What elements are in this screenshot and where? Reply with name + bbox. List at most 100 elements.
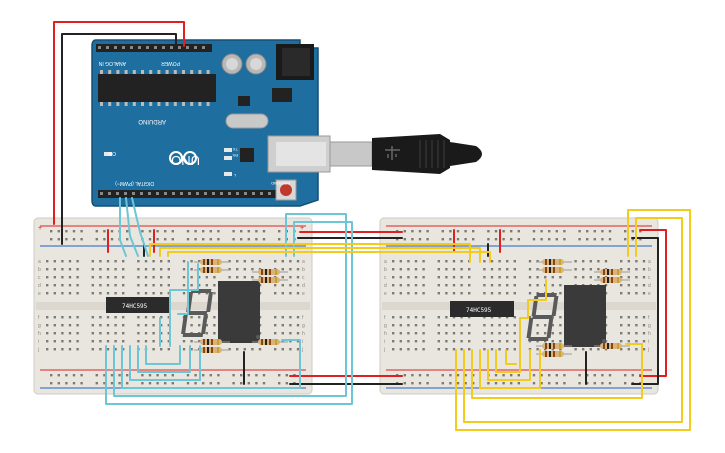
breadboard-hole[interactable]: [262, 230, 266, 233]
breadboard-hole[interactable]: [160, 316, 163, 319]
header-pin[interactable]: [212, 192, 215, 195]
breadboard-hole[interactable]: [167, 332, 170, 335]
breadboard-hole[interactable]: [586, 382, 589, 385]
breadboard-hole[interactable]: [437, 292, 440, 295]
breadboard-hole[interactable]: [396, 238, 399, 241]
breadboard-hole[interactable]: [399, 316, 402, 319]
breadboard-hole[interactable]: [449, 374, 452, 377]
resistor[interactable]: [252, 269, 288, 275]
breadboard-hole[interactable]: [414, 324, 418, 327]
breadboard-hole[interactable]: [559, 292, 562, 295]
breadboard-hole[interactable]: [392, 332, 395, 335]
breadboard-hole[interactable]: [68, 324, 72, 327]
breadboard-hole[interactable]: [285, 382, 288, 385]
breadboard-hole[interactable]: [53, 284, 56, 287]
header-pin[interactable]: [178, 46, 181, 49]
breadboard-hole[interactable]: [91, 268, 94, 271]
breadboard-hole[interactable]: [639, 238, 642, 241]
breadboard-hole[interactable]: [281, 276, 284, 279]
header-pin[interactable]: [156, 192, 159, 195]
breadboard-hole[interactable]: [243, 276, 246, 279]
breadboard-hole[interactable]: [559, 332, 562, 335]
breadboard-hole[interactable]: [418, 382, 422, 385]
breadboard-hole[interactable]: [281, 340, 284, 343]
breadboard-hole[interactable]: [468, 276, 471, 279]
breadboard-hole[interactable]: [76, 324, 79, 327]
breadboard-hole[interactable]: [483, 276, 486, 279]
resistor[interactable]: [536, 267, 572, 273]
breadboard-hole[interactable]: [46, 284, 49, 287]
breadboard-hole[interactable]: [46, 348, 49, 351]
breadboard-hole[interactable]: [258, 348, 262, 351]
breadboard-hole[interactable]: [456, 374, 460, 377]
header-pin[interactable]: [106, 46, 109, 49]
breadboard-hole[interactable]: [46, 340, 49, 343]
breadboard-hole[interactable]: [601, 230, 604, 233]
breadboard-hole[interactable]: [582, 348, 585, 351]
breadboard-hole[interactable]: [608, 382, 612, 385]
header-pin[interactable]: [260, 192, 263, 195]
breadboard-hole[interactable]: [99, 260, 102, 263]
breadboard-hole[interactable]: [642, 260, 646, 263]
breadboard-hole[interactable]: [144, 292, 148, 295]
breadboard-hole[interactable]: [483, 340, 486, 343]
breadboard-hole[interactable]: [99, 316, 102, 319]
breadboard-hole[interactable]: [498, 340, 501, 343]
breadboard-hole[interactable]: [513, 316, 516, 319]
breadboard-hole[interactable]: [513, 340, 516, 343]
breadboard-hole[interactable]: [76, 332, 79, 335]
breadboard-hole[interactable]: [510, 374, 513, 377]
breadboard-hole[interactable]: [586, 230, 589, 233]
breadboard-hole[interactable]: [182, 276, 186, 279]
breadboard-hole[interactable]: [578, 230, 581, 233]
breadboard-hole[interactable]: [399, 292, 402, 295]
breadboard-hole[interactable]: [46, 324, 49, 327]
breadboard-hole[interactable]: [642, 340, 646, 343]
breadboard-hole[interactable]: [152, 284, 155, 287]
breadboard-hole[interactable]: [209, 230, 212, 233]
header-pin[interactable]: [116, 192, 119, 195]
breadboard-hole[interactable]: [114, 276, 117, 279]
breadboard-hole[interactable]: [65, 374, 68, 377]
breadboard-hole[interactable]: [122, 276, 125, 279]
breadboard-hole[interactable]: [593, 374, 596, 377]
breadboard-hole[interactable]: [190, 340, 193, 343]
breadboard-hole[interactable]: [296, 260, 300, 263]
breadboard-hole[interactable]: [460, 276, 463, 279]
breadboard-hole[interactable]: [164, 382, 167, 385]
breadboard-hole[interactable]: [536, 324, 539, 327]
breadboard-hole[interactable]: [289, 316, 292, 319]
breadboard-hole[interactable]: [91, 276, 94, 279]
breadboard-hole[interactable]: [407, 284, 410, 287]
breadboard-hole[interactable]: [578, 238, 581, 241]
breadboard-hole[interactable]: [236, 348, 239, 351]
breadboard-hole[interactable]: [126, 238, 129, 241]
breadboard-hole[interactable]: [422, 324, 425, 327]
breadboard-hole[interactable]: [106, 292, 110, 295]
breadboard-hole[interactable]: [513, 348, 516, 351]
breadboard-hole[interactable]: [392, 260, 395, 263]
breadboard-hole[interactable]: [437, 332, 440, 335]
breadboard-hole[interactable]: [160, 348, 163, 351]
breadboard-hole[interactable]: [99, 348, 102, 351]
breadboard-hole[interactable]: [76, 348, 79, 351]
header-pin[interactable]: [138, 46, 141, 49]
breadboard-hole[interactable]: [555, 382, 558, 385]
resistor[interactable]: [252, 277, 288, 283]
breadboard-hole[interactable]: [498, 260, 501, 263]
breadboard-hole[interactable]: [483, 284, 486, 287]
breadboard-hole[interactable]: [289, 340, 292, 343]
breadboard-hole[interactable]: [198, 284, 201, 287]
breadboard-hole[interactable]: [635, 332, 638, 335]
header-pin[interactable]: [244, 192, 247, 195]
breadboard-hole[interactable]: [65, 230, 68, 233]
breadboard-hole[interactable]: [513, 276, 516, 279]
breadboard-hole[interactable]: [414, 340, 418, 343]
breadboard-hole[interactable]: [228, 348, 231, 351]
breadboard-hole[interactable]: [141, 374, 144, 377]
breadboard-hole[interactable]: [61, 292, 64, 295]
header-pin[interactable]: [196, 192, 199, 195]
breadboard-hole[interactable]: [76, 276, 79, 279]
breadboard-hole[interactable]: [399, 284, 402, 287]
breadboard-hole[interactable]: [122, 260, 125, 263]
